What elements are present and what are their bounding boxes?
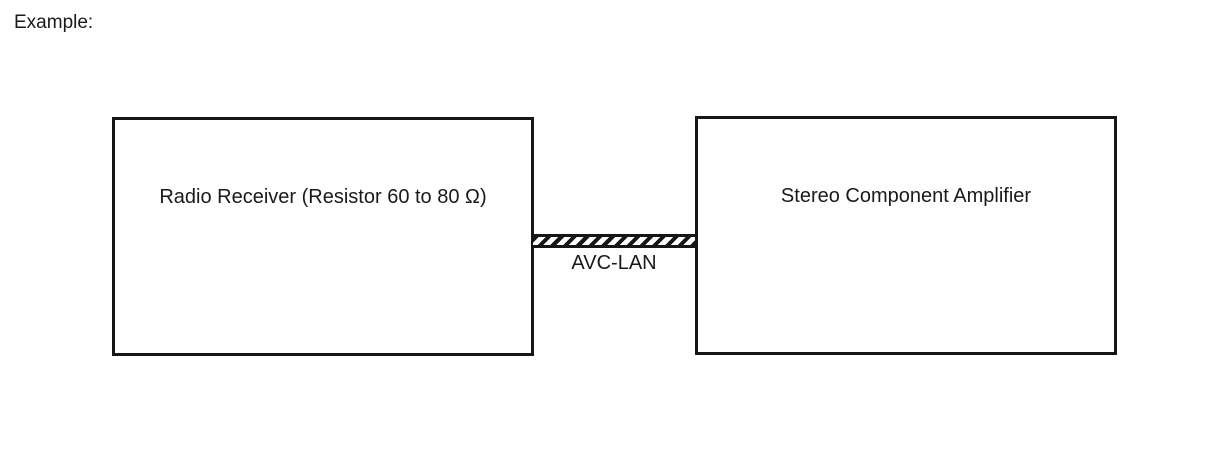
avc-lan-bus-band [533,234,695,248]
example-caption: Example: [14,12,94,33]
stereo-amplifier-label: Stereo Component Amplifier [780,185,1032,207]
avc-lan-label: AVC-LAN [571,252,657,274]
stereo-amplifier-box: Stereo Component Amplifier [695,116,1117,355]
radio-receiver-box: Radio Receiver (Resistor 60 to 80 Ω) [112,117,534,356]
radio-receiver-label: Radio Receiver (Resistor 60 to 80 Ω) [159,186,487,208]
